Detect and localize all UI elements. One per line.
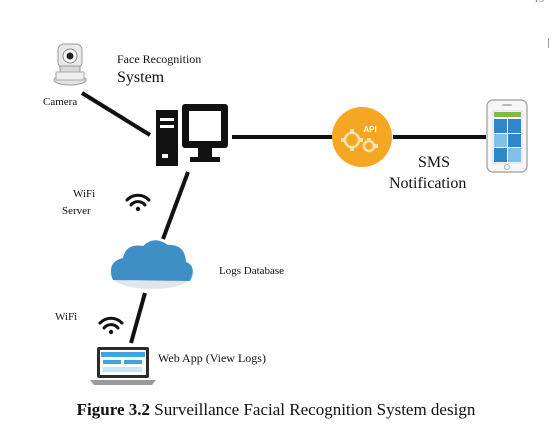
page-edge-mark (548, 38, 552, 48)
desktop-computer-icon (156, 104, 228, 166)
figure-caption-text: Surveillance Facial Recognition System d… (150, 400, 476, 419)
web-app-label: Web App (View Logs) (158, 351, 266, 365)
wifi-server-label-line1: WiFi (73, 188, 96, 200)
wifi-server-label-line2: Server (62, 205, 91, 217)
cloud-to-laptop-line (129, 292, 147, 344)
api-gear-icon (332, 107, 392, 167)
camera-label: Camera (43, 96, 78, 108)
figure-caption-label: Figure 3.2 (76, 400, 151, 419)
wifi-label: WiFi (55, 311, 78, 323)
camera-icon (53, 43, 87, 86)
sms-label-line1: SMS (418, 154, 451, 171)
face-recognition-label-line1: Face Recognition (117, 52, 202, 66)
smartphone-icon (486, 99, 528, 173)
camera-to-computer-line (80, 91, 152, 137)
api-badge-label: API (363, 125, 376, 134)
page-number: 15 (534, 0, 544, 5)
laptop-icon (90, 347, 156, 385)
figure-caption: Figure 3.2 Surveillance Facial Recogniti… (0, 400, 552, 420)
cloud-database-icon (110, 240, 194, 289)
computer-to-cloud-line (161, 171, 190, 240)
sms-label-line2: Notification (389, 175, 467, 192)
wifi-icon (98, 316, 124, 335)
logs-database-label: Logs Database (219, 265, 285, 277)
wifi-server-icon (125, 193, 151, 212)
face-recognition-label-line2: System (117, 69, 165, 86)
